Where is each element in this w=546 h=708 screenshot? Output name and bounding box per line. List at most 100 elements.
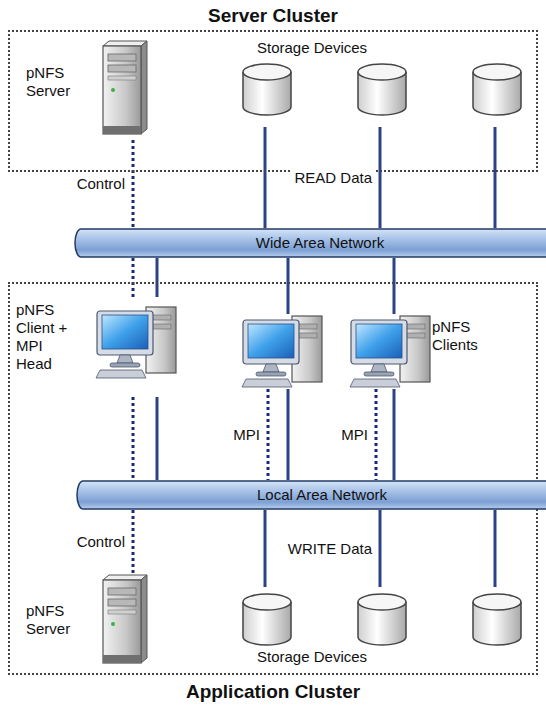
clienthead-node: pNFS Client + MPI Head: [16, 297, 191, 397]
server-node: pNFS Server: [22, 574, 152, 669]
drawing-part: [108, 76, 136, 80]
server-label: pNFS Server: [26, 602, 82, 638]
storage-cylinder: [471, 62, 523, 117]
network-label: Local Area Network: [77, 480, 546, 510]
data-line: [287, 258, 290, 314]
storage-label: Storage Devices: [257, 39, 367, 57]
storage-cylinder: [356, 62, 408, 117]
edge-label: WRITE Data: [286, 540, 374, 558]
network-label: Wide Area Network: [75, 228, 546, 258]
server-icon: [97, 574, 149, 669]
drawing-part: [364, 372, 394, 376]
drawing-part: [103, 575, 147, 580]
drawing-part: [110, 363, 140, 367]
drawing-part: [151, 315, 171, 320]
drawing-part: [108, 588, 136, 595]
server-icon: [97, 40, 149, 140]
edge-label: Control: [75, 533, 127, 551]
drawing-part: [473, 594, 521, 610]
drawing-part: [108, 54, 136, 61]
drawing-part: [297, 333, 317, 338]
drawing-part: [103, 580, 141, 663]
drawing-part: [103, 41, 147, 46]
data-line: [287, 389, 290, 480]
clients-node: pNFS Clients: [234, 314, 499, 389]
data-line: [379, 127, 382, 228]
drawing-part: [102, 315, 148, 349]
drawing-part: [405, 333, 425, 338]
computer-icon: [242, 314, 327, 390]
pipe-node: Local Area Network: [77, 480, 546, 510]
drawing-part: [248, 324, 294, 358]
control-line: [375, 389, 378, 480]
data-line: [264, 127, 267, 228]
drawing-part: [405, 324, 425, 329]
drawing-part: [473, 64, 521, 80]
drawing-part: [263, 364, 279, 372]
drawing-part: [243, 594, 291, 610]
drawing-part: [371, 364, 387, 372]
drawing-part: [96, 370, 146, 378]
drawing-part: [358, 594, 406, 610]
control-line: [132, 397, 135, 480]
data-line: [156, 397, 159, 480]
region-node: Server ClusterpNFS ServerStorage Devices: [8, 30, 538, 172]
drawing-part: [351, 320, 407, 364]
drawing-part: [243, 64, 291, 80]
region-node: Application ClusterpNFS Client + MPI Hea…: [8, 282, 538, 675]
drawing-part: [141, 575, 147, 663]
data-line: [156, 258, 159, 297]
drawing-part: [151, 324, 171, 329]
drawing-part: [77, 481, 546, 509]
storage-label: Storage Devices: [257, 648, 367, 666]
drawing-part: [111, 622, 115, 626]
data-line: [264, 510, 267, 587]
edge-label: MPI: [231, 426, 262, 444]
storage-cylinder: [356, 592, 408, 647]
client-label: pNFS Client + MPI Head: [16, 301, 68, 373]
control-line: [132, 510, 135, 574]
drawing-part: [256, 372, 286, 376]
control-line: [267, 389, 270, 480]
drawing-part: [103, 126, 141, 134]
server-node: pNFS Server: [22, 40, 152, 140]
storage-cylinder: [241, 592, 293, 647]
storage-node: Storage Devices: [237, 587, 532, 672]
edge-label: READ Data: [292, 169, 374, 187]
drawing-part: [117, 355, 133, 363]
edge-label: MPI: [339, 426, 370, 444]
drawing-part: [75, 229, 546, 257]
edge-label: Control: [75, 175, 127, 193]
data-line: [393, 258, 396, 314]
drawing-part: [297, 324, 317, 329]
storage-cylinder: [241, 62, 293, 117]
server-label: pNFS Server: [26, 64, 82, 100]
storage-cylinder: [471, 592, 523, 647]
data-line: [379, 510, 382, 587]
drawing-part: [141, 41, 147, 134]
computer-icon: [96, 305, 181, 381]
data-line: [494, 510, 497, 587]
storage-node: Storage Devices: [237, 37, 532, 127]
drawing-part: [103, 46, 141, 134]
computer-icon: [350, 314, 435, 390]
drawing-part: [103, 655, 141, 663]
drawing-part: [108, 610, 136, 614]
control-line: [132, 140, 135, 228]
drawing-part: [111, 88, 115, 92]
drawing-part: [97, 311, 153, 355]
drawing-part: [108, 65, 136, 72]
clients-label: pNFS Clients: [432, 318, 494, 354]
pipe-node: Wide Area Network: [75, 228, 546, 258]
data-line: [393, 389, 396, 480]
drawing-part: [356, 324, 402, 358]
drawing-part: [242, 379, 292, 387]
control-line: [132, 258, 135, 297]
data-line: [494, 127, 497, 228]
drawing-part: [358, 64, 406, 80]
cluster-heading: Server Cluster: [10, 4, 536, 28]
drawing-part: [108, 599, 136, 606]
drawing-part: [243, 320, 299, 364]
cluster-heading: Application Cluster: [10, 680, 536, 704]
